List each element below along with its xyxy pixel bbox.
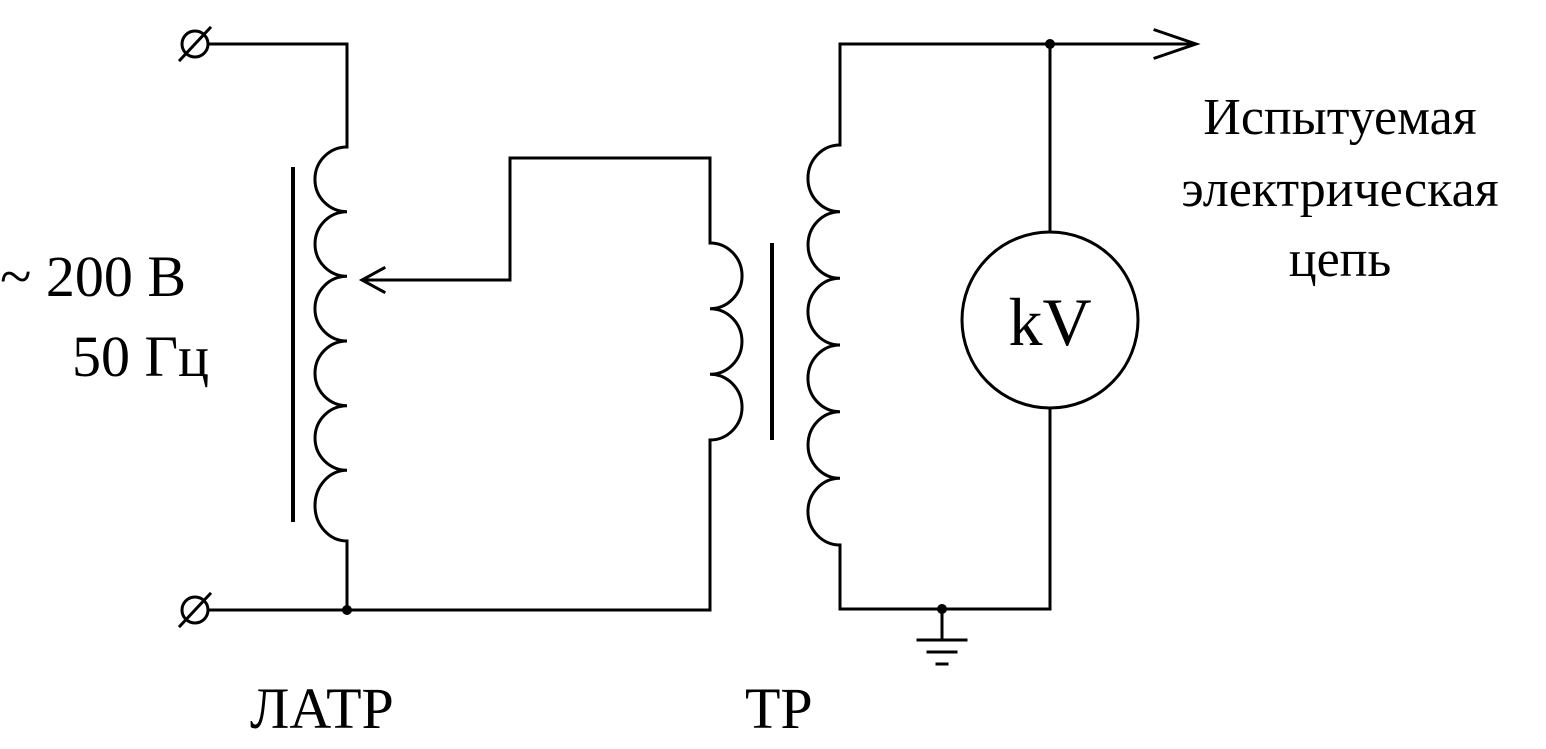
tr-secondary-winding <box>806 143 841 547</box>
tr-label: ТР <box>745 676 813 741</box>
voltmeter-circle <box>960 230 1140 410</box>
load-label-line1: Испытуемая <box>1203 89 1476 146</box>
load-label-line2: электрическая <box>1181 161 1498 218</box>
load-label-line3: цепь <box>1289 231 1391 288</box>
voltmeter-label: kV <box>1008 284 1091 360</box>
wire-common-bottom <box>206 438 712 612</box>
tr-primary-winding <box>709 241 744 442</box>
input-terminal-bottom <box>177 591 213 629</box>
wire-from-voltmeter-bottom <box>838 406 1052 611</box>
latr-winding <box>313 145 348 543</box>
latr-wiper <box>358 265 512 295</box>
ground-icon <box>916 607 968 666</box>
input-terminal-top <box>177 25 213 63</box>
source-frequency-label: 50 Гц <box>72 324 209 389</box>
latr-label: ЛАТР <box>250 676 394 741</box>
junction-dot-latr <box>342 605 352 615</box>
wire-secondary-top <box>838 42 1192 147</box>
source-voltage-label: ~ 200 В <box>0 244 186 309</box>
wire-input-top <box>206 42 349 149</box>
output-arrow-icon <box>1153 28 1201 60</box>
wire-latr-to-tr <box>508 156 712 282</box>
